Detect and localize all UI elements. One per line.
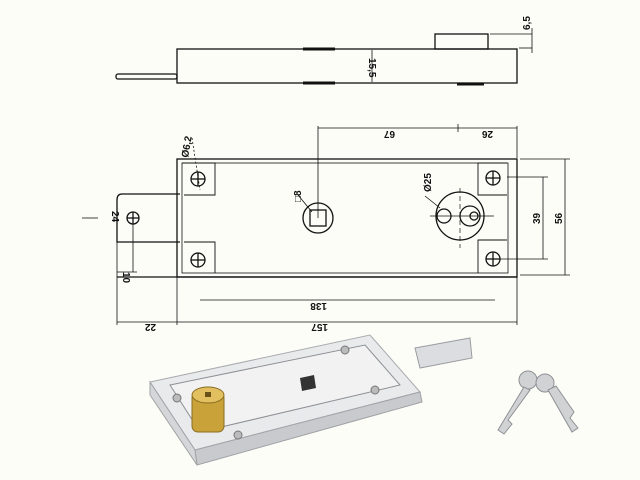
screw-hole-icon (190, 252, 206, 268)
dim-56: 56 (554, 212, 565, 224)
dim-67: 67 (383, 128, 395, 139)
dim-39: 39 (532, 212, 543, 224)
dim-square-drive: □8 (293, 190, 304, 202)
dim-cylinder-diameter: Ø25 (423, 173, 434, 192)
bolt-tab (116, 193, 180, 243)
keys-photo (497, 370, 579, 435)
lock-plate (176, 158, 518, 278)
top-view-body (176, 48, 518, 84)
dim-22: 22 (144, 321, 156, 332)
dim-hole-diameter: Ø6,2 (180, 135, 195, 159)
screw-hole-icon (485, 251, 501, 267)
screw-hole-icon (485, 170, 501, 186)
front-view (116, 158, 518, 278)
top-view-cylinder (434, 33, 489, 50)
dim-26: 26 (481, 128, 493, 139)
dim-10: 10 (120, 272, 131, 284)
cylinder-icon (430, 188, 494, 248)
top-view-bolt (115, 73, 178, 80)
dim-15-5: 15,5 (366, 58, 377, 78)
dim-6-5: 6,5 (522, 16, 533, 30)
dim-157: 157 (311, 321, 328, 332)
lock-photo (149, 334, 473, 466)
dim-24: 24 (109, 211, 120, 223)
dimension-lines (82, 124, 570, 325)
dim-138: 138 (310, 300, 327, 311)
screw-hole-icon (126, 211, 140, 225)
top-view (115, 28, 533, 86)
